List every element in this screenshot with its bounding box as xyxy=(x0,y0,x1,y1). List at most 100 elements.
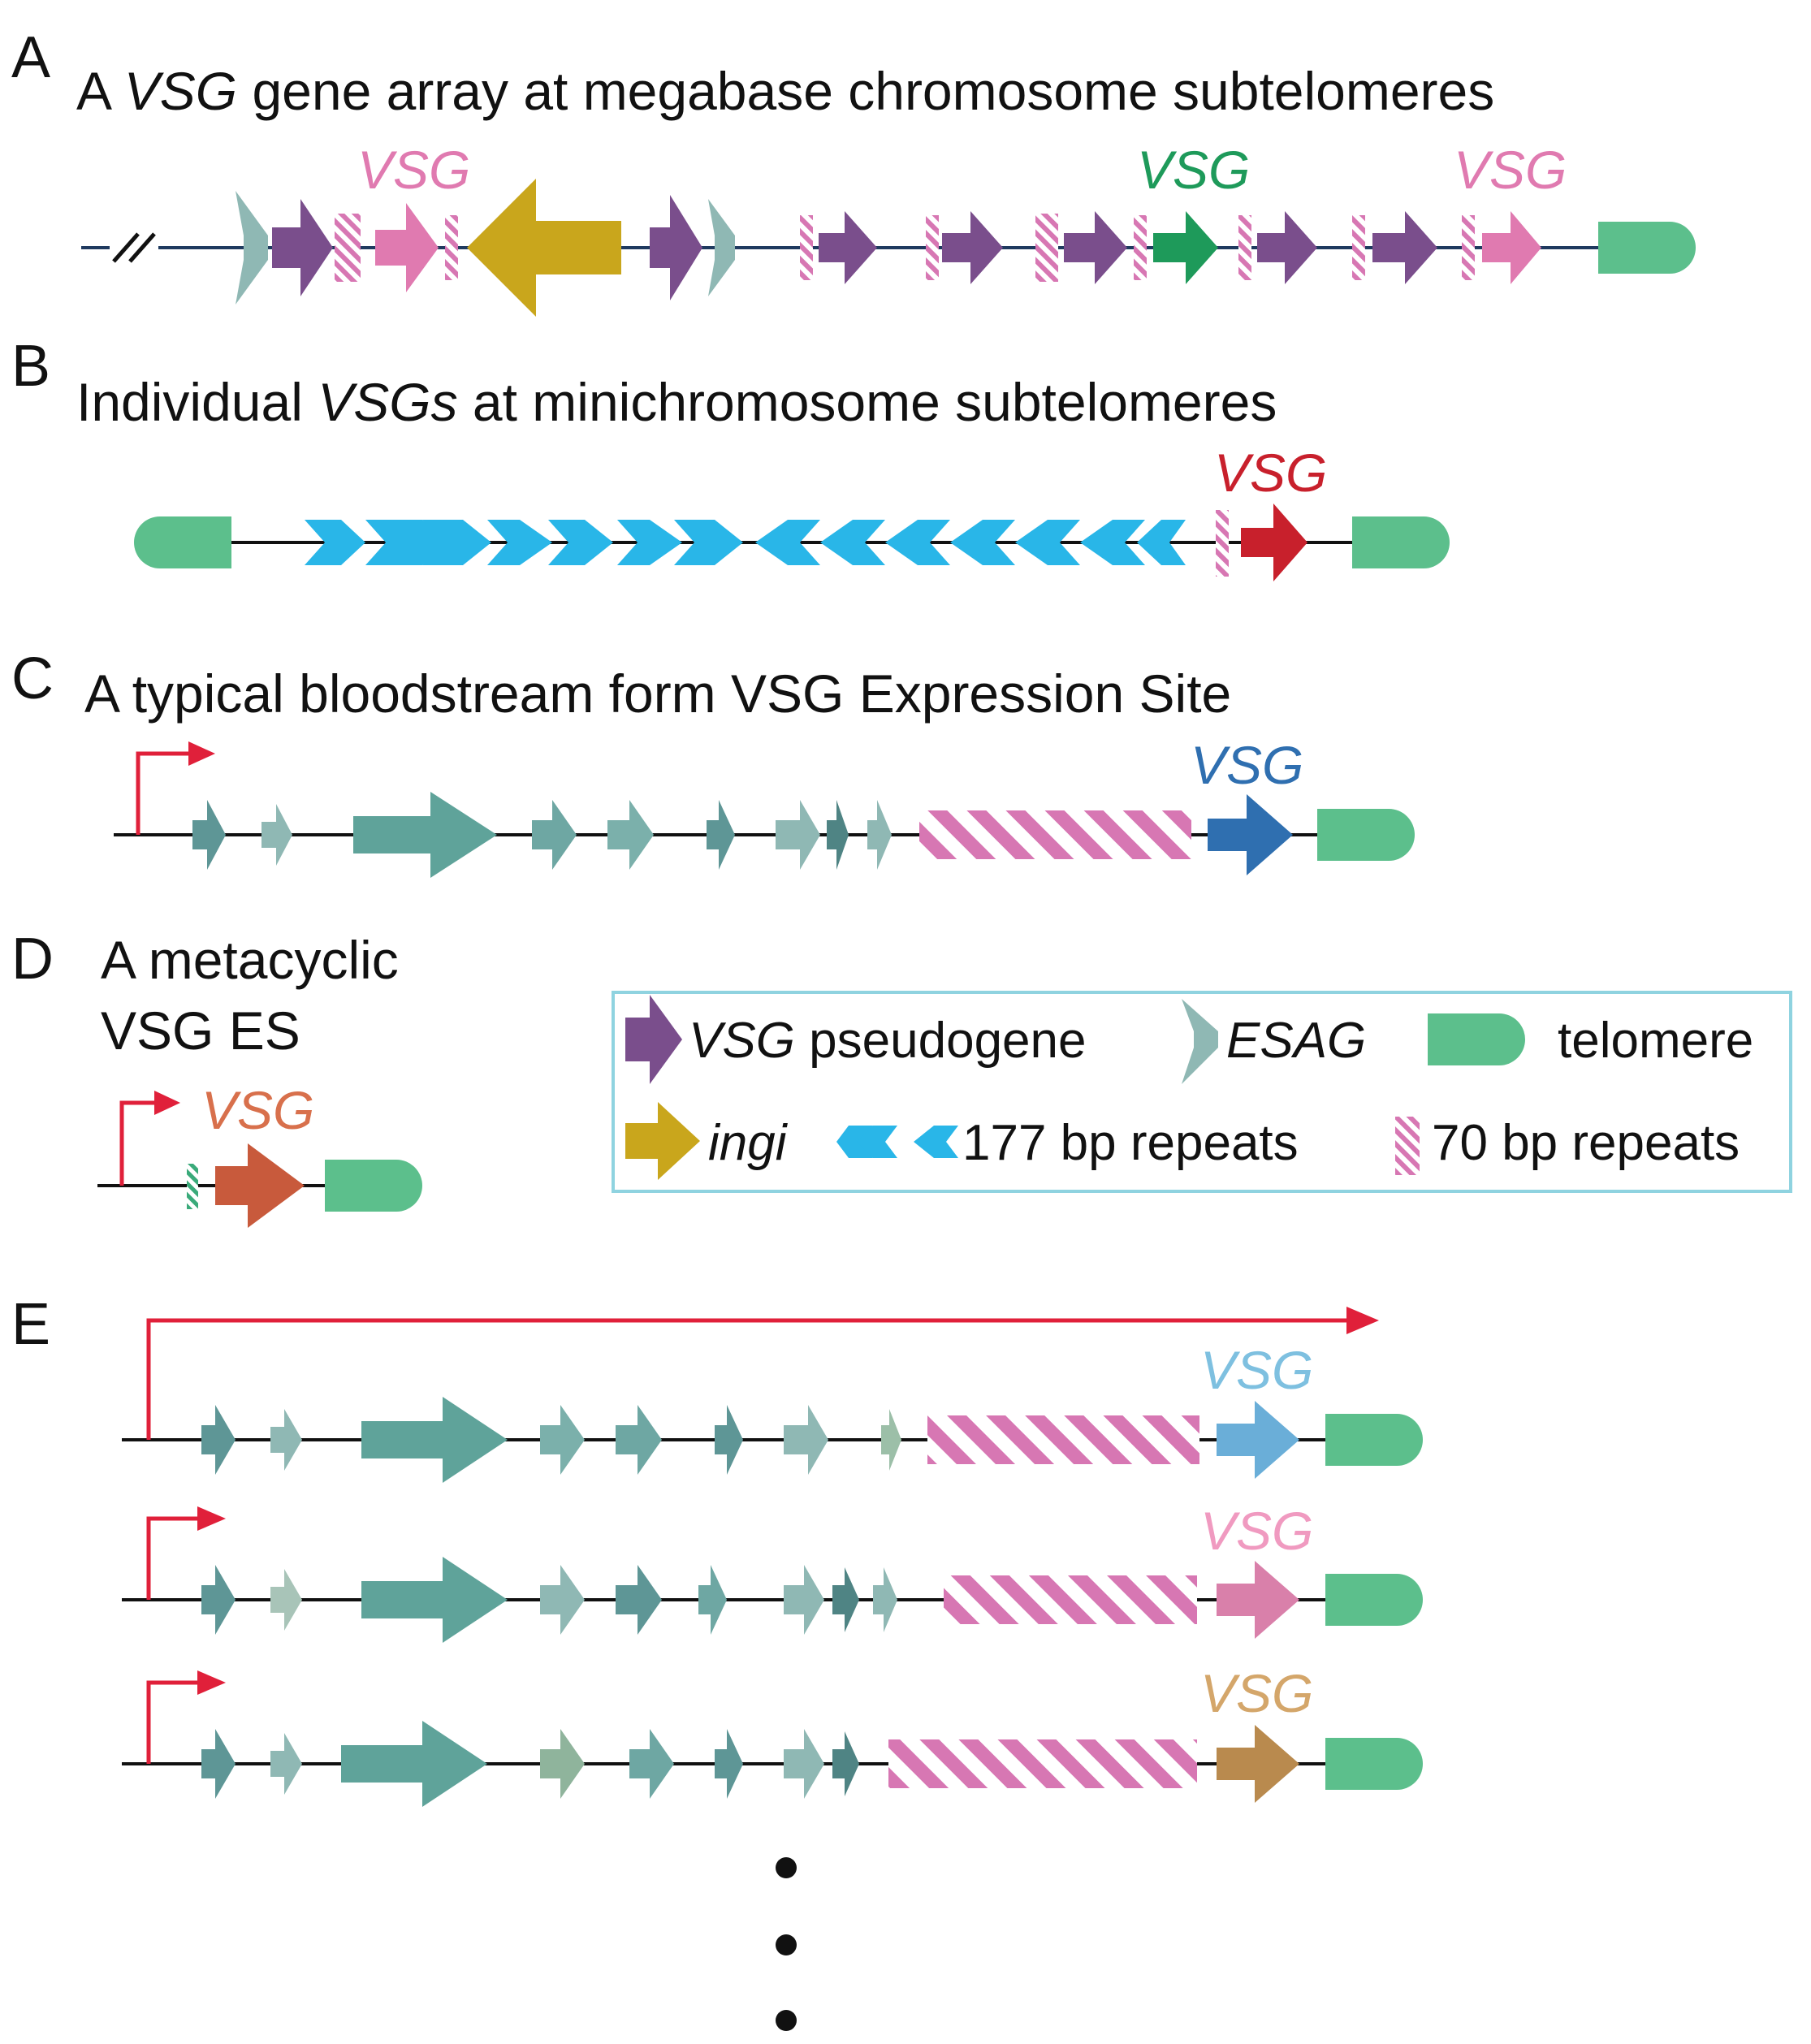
esag-gene xyxy=(784,1729,824,1799)
esag-gene xyxy=(270,1733,302,1795)
telomere xyxy=(1598,222,1696,274)
panel-b-title: Individual VSGs at minichromosome subtel… xyxy=(76,372,1277,432)
esag-gene xyxy=(832,1731,859,1796)
vsg-label: VSG xyxy=(1200,1501,1313,1561)
esag-gene xyxy=(201,1729,236,1799)
vsg-gene xyxy=(1217,1725,1299,1803)
promoter-arrow-icon xyxy=(146,1307,1379,1440)
legend-ingi-icon xyxy=(625,1102,700,1180)
repeat-70bp xyxy=(1462,215,1475,280)
repeat-70bp xyxy=(1134,215,1147,280)
repeats-177bp-reverse xyxy=(755,520,1186,565)
panel-b-letter: B xyxy=(11,334,50,399)
legend-vsg-pseudogene-icon xyxy=(625,995,682,1084)
legend-telomere-icon xyxy=(1428,1013,1525,1065)
vsg-pseudogene xyxy=(819,211,877,284)
vsg-gene xyxy=(1208,794,1293,875)
panel-a: A A VSG gene array at megabase chromosom… xyxy=(11,25,1696,317)
vsg-pseudogene xyxy=(942,211,1003,284)
esag-gene xyxy=(715,1405,743,1475)
telomere xyxy=(134,516,231,568)
esag-gene xyxy=(715,1729,743,1799)
esag-gene xyxy=(540,1729,585,1799)
repeat-70bp xyxy=(800,215,813,280)
promoter-arrow-icon xyxy=(136,741,215,835)
panel-b: B Individual VSGs at minichromosome subt… xyxy=(11,334,1450,581)
repeat-70bp xyxy=(1352,215,1365,280)
vsg-pseudogene xyxy=(1064,211,1127,284)
expression-site-row: VSG xyxy=(122,1663,1423,1807)
esag-gene xyxy=(832,1567,859,1632)
ingi-element xyxy=(467,179,621,317)
esag-gene xyxy=(607,800,654,870)
esag-gene xyxy=(361,1397,508,1483)
promoter-arrow-icon xyxy=(146,1670,226,1764)
vsg-label: VSG xyxy=(201,1080,314,1140)
esag-gene xyxy=(827,800,849,870)
panel-d-letter: D xyxy=(11,927,54,992)
esag-gene xyxy=(270,1569,302,1631)
vsg-gene xyxy=(1482,211,1541,284)
expression-site-row: VSG xyxy=(122,1307,1423,1483)
esag-gene xyxy=(270,1409,302,1471)
vsg-label: VSG xyxy=(1191,735,1303,795)
esag-gene xyxy=(881,1409,901,1471)
esag-gene xyxy=(776,800,820,870)
legend-telomere-label: telomere xyxy=(1558,1013,1753,1069)
esag-gene xyxy=(540,1405,585,1475)
repeat-70bp-block xyxy=(919,810,1191,859)
vsg-label: VSG xyxy=(1214,443,1327,503)
esag-gene xyxy=(784,1565,824,1635)
esag-gene xyxy=(341,1721,487,1807)
esag-gene xyxy=(361,1557,508,1643)
esag-gene xyxy=(707,800,735,870)
esag-gene xyxy=(873,1567,897,1632)
telomere xyxy=(1317,809,1415,861)
repeat-70bp xyxy=(1035,214,1058,282)
esag-gene xyxy=(353,792,497,878)
panel-a-title: A VSG gene array at megabase chromosome … xyxy=(76,61,1494,121)
continuation-ellipsis: ⋮ xyxy=(776,1835,797,2031)
vsg-label: VSG xyxy=(357,140,470,200)
esag-gene xyxy=(708,199,735,296)
legend-177bp-icon xyxy=(836,1126,958,1158)
panel-c-letter: C xyxy=(11,646,54,711)
vsg-pseudogene xyxy=(1257,211,1317,284)
panel-c: C A typical bloodstream form VSG Express… xyxy=(11,646,1415,878)
panel-c-title: A typical bloodstream form VSG Expressio… xyxy=(84,663,1231,724)
repeat-70bp xyxy=(445,215,458,280)
vsg-label: VSG xyxy=(1454,140,1567,200)
vsg-pseudogene xyxy=(650,195,702,300)
legend: VSG pseudogene ESAG telomere ingi 177 bp… xyxy=(612,991,1792,1193)
panel-e: E VSG xyxy=(11,1292,1423,2031)
repeat-70bp-block xyxy=(888,1739,1197,1788)
panel-a-letter: A xyxy=(11,25,50,90)
esag-gene xyxy=(236,191,268,305)
panel-d-title-line2: VSG ES xyxy=(101,1000,300,1061)
panel-e-letter: E xyxy=(11,1292,50,1357)
esag-gene xyxy=(616,1405,662,1475)
vsg-label: VSG xyxy=(1200,1340,1313,1400)
vsg-pseudogene xyxy=(272,199,333,296)
repeat-70bp-block xyxy=(927,1415,1199,1464)
repeats-177bp-forward xyxy=(305,520,743,565)
esag-gene xyxy=(532,800,577,870)
legend-vsg-pseudogene-label: VSG pseudogene xyxy=(689,1013,1087,1069)
legend-70bp-label: 70 bp repeats xyxy=(1432,1115,1740,1171)
esag-gene xyxy=(698,1565,727,1635)
expression-site-row: VSG xyxy=(122,1501,1423,1643)
telomere xyxy=(325,1160,422,1212)
vsg-gene xyxy=(1153,211,1218,284)
promoter-arrow-icon xyxy=(146,1506,226,1600)
esag-gene xyxy=(867,800,892,870)
continuation-dot xyxy=(776,1857,797,1878)
panel-d: D A metacyclic VSG ES VSG xyxy=(11,927,422,1228)
legend-ingi-label: ingi xyxy=(708,1115,789,1171)
vsg-gene xyxy=(1217,1401,1299,1479)
telomere xyxy=(1325,1738,1423,1790)
vsg-label: VSG xyxy=(1200,1663,1313,1723)
esag-gene xyxy=(629,1729,674,1799)
chromosome-break-icon xyxy=(110,231,158,264)
continuation-dot xyxy=(776,1934,797,1955)
